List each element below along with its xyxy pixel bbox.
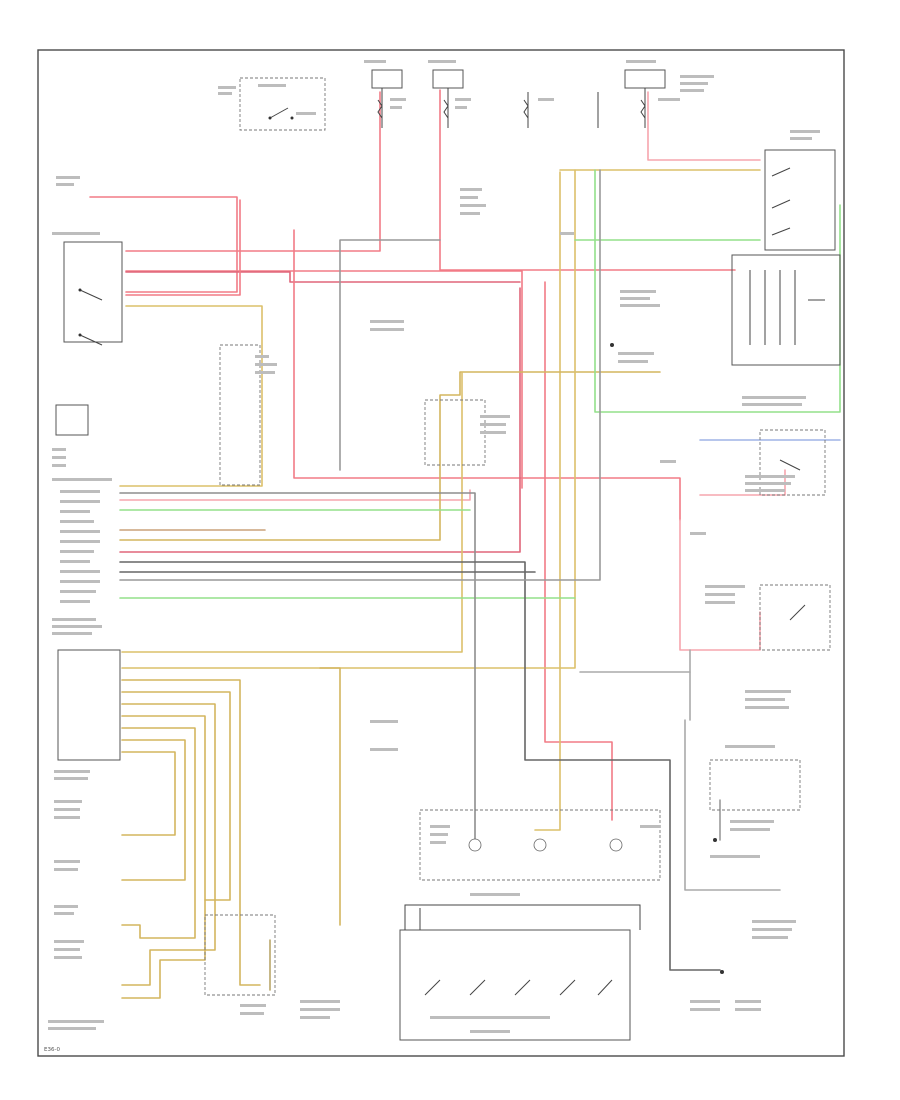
stop-lamp-switch xyxy=(63,241,123,343)
wire-yellow-cruise-6 xyxy=(121,715,206,999)
bottom-left-module xyxy=(204,914,276,996)
wire-red-stop-lamp-1 xyxy=(125,91,381,252)
fuse-group-top xyxy=(371,69,666,128)
cruise-control-module xyxy=(57,649,121,761)
wire-red-lower xyxy=(119,287,521,553)
switch-stack-top-right xyxy=(764,149,836,251)
stop-lamp-switch-right xyxy=(759,429,826,496)
wire-yellow-right xyxy=(319,667,341,926)
wire-dark-1 xyxy=(119,561,721,971)
wire-layer xyxy=(89,89,841,999)
wire-red-long-horizontal xyxy=(125,271,521,283)
multi-switch-block xyxy=(731,254,841,366)
illegible-label-marks xyxy=(48,60,820,1033)
wire-yellow-3 xyxy=(534,171,561,831)
wire-yellow-cruise-7 xyxy=(121,727,196,939)
wire-red-to-right xyxy=(439,89,736,271)
wire-yellow-cruise-4 xyxy=(121,691,231,901)
pressure-switch xyxy=(709,759,801,811)
wire-red-stop xyxy=(125,199,241,296)
wire-yellow-cruise-1 xyxy=(121,371,463,653)
cruise-actuator-box xyxy=(419,809,661,881)
cruise-relay-center xyxy=(424,399,486,466)
wire-yellow-cruise-5 xyxy=(121,703,216,986)
instrument-connector-strip xyxy=(219,344,261,486)
wire-gray-6 xyxy=(339,239,441,471)
wire-yellow-cruise-8 xyxy=(121,739,186,881)
wire-pink-right-mid xyxy=(679,519,761,651)
wire-red-vertical-left xyxy=(293,229,681,521)
wire-red-stop-lamp-2 xyxy=(125,270,523,489)
resistor-left xyxy=(55,404,89,436)
wire-yellow-cruise-9 xyxy=(121,751,176,836)
diagram-frame xyxy=(37,49,845,1057)
wire-gray-right xyxy=(684,719,781,891)
wire-red-top xyxy=(89,196,238,293)
wire-pink-diag xyxy=(119,489,471,501)
actuator-coil-1 xyxy=(468,838,482,852)
wire-pink-right-top xyxy=(647,91,761,161)
wire-yellow-cruise-2 xyxy=(121,169,576,669)
diagram-footer-label: E36-0 xyxy=(44,1047,60,1053)
wire-gray-2 xyxy=(119,169,601,581)
actuator-coil-3 xyxy=(609,838,623,852)
wire-yellow-cruise-3 xyxy=(121,679,261,986)
clutch-switch xyxy=(759,584,831,651)
wire-gray-1 xyxy=(119,492,476,841)
ignition-switch-box xyxy=(239,77,326,131)
wire-yellow-1 xyxy=(119,305,263,487)
actuator-coil-2 xyxy=(533,838,547,852)
wire-yellow-4 xyxy=(119,371,661,541)
components xyxy=(55,69,841,1041)
wire-red-vertical-center xyxy=(544,281,613,821)
ground-symbols xyxy=(610,343,724,974)
cruise-control-switch xyxy=(399,929,631,1041)
